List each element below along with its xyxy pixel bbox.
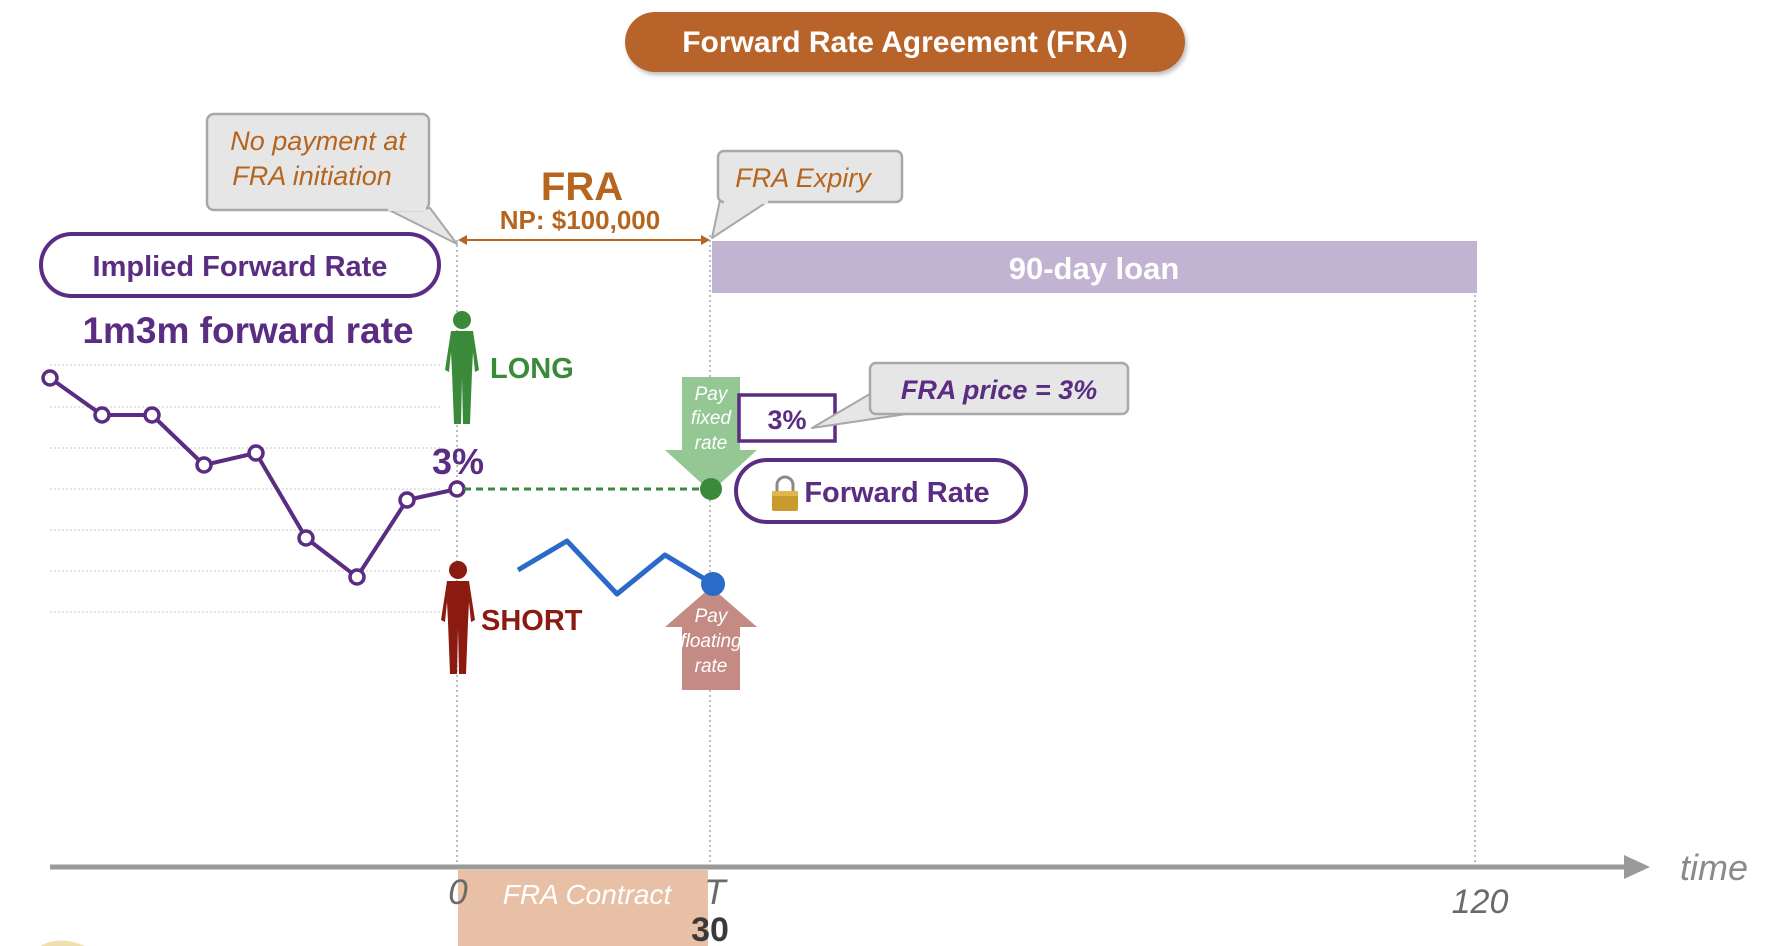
floating-rate-series bbox=[516, 538, 725, 597]
lock-icon bbox=[772, 475, 798, 511]
tick-120: 120 bbox=[1452, 883, 1509, 921]
fixed-rate-box-text: 3% bbox=[767, 405, 806, 435]
fra-price-text: FRA price = 3% bbox=[901, 375, 1097, 405]
tick-T: T bbox=[704, 873, 728, 912]
rate-point bbox=[297, 529, 315, 547]
fra-bracket-title: FRA bbox=[541, 165, 623, 209]
fra-contract-label: FRA Contract bbox=[503, 879, 673, 910]
loan-bar-label: 90-day loan bbox=[1009, 251, 1180, 286]
implied-forward-rate-pill: Implied Forward Rate bbox=[39, 232, 441, 298]
rate-grid bbox=[50, 364, 440, 613]
short-label: SHORT bbox=[481, 605, 583, 637]
axis-arrowhead bbox=[1624, 855, 1650, 879]
fra-expiry-text: FRA Expiry bbox=[735, 163, 872, 193]
pay-fixed-line3: rate bbox=[695, 433, 728, 454]
pay-fixed-line2: fixed bbox=[691, 408, 733, 429]
rate-at-zero: 3% bbox=[432, 441, 484, 482]
floating-rate-point bbox=[701, 572, 725, 596]
pay-floating-line3: rate bbox=[695, 656, 728, 677]
pay-fixed-arrow: Pay fixed rate bbox=[665, 377, 757, 492]
long-person-icon bbox=[445, 311, 479, 424]
fixed-rate-box: 3% bbox=[737, 393, 837, 443]
tick-30: 30 bbox=[691, 911, 729, 946]
pay-floating-arrow: Pay floating rate bbox=[665, 587, 757, 690]
fra-contract-band: FRA Contract bbox=[458, 870, 708, 946]
fra-notional: NP: $100,000 bbox=[500, 205, 660, 235]
fra-bracket: FRA NP: $100,000 bbox=[458, 165, 710, 245]
loan-bar: 90-day loan bbox=[712, 241, 1477, 293]
rate-point bbox=[41, 369, 59, 387]
callout-fra-price: FRA price = 3% bbox=[811, 361, 1130, 429]
axis-label-time: time bbox=[1680, 847, 1748, 888]
forward-rate-subtitle: 1m3m forward rate bbox=[82, 310, 413, 351]
fixed-rate-point bbox=[700, 478, 722, 500]
diagram-title: Forward Rate Agreement (FRA) bbox=[682, 26, 1128, 59]
pay-fixed-line1: Pay bbox=[695, 384, 729, 405]
no-payment-line2: FRA initiation bbox=[232, 161, 392, 191]
tick-0: 0 bbox=[448, 873, 468, 912]
callout-fra-expiry: FRA Expiry bbox=[711, 149, 904, 239]
forward-rate-pill: Forward Rate bbox=[734, 458, 1028, 524]
rate-point bbox=[93, 406, 111, 424]
rate-point bbox=[398, 491, 416, 509]
rate-point bbox=[348, 568, 366, 586]
no-payment-line1: No payment at bbox=[230, 126, 407, 156]
long-label: LONG bbox=[490, 353, 574, 385]
time-axis: time bbox=[50, 847, 1748, 888]
guide-lines bbox=[456, 235, 1476, 862]
corner-decoration bbox=[40, 940, 85, 946]
rate-point bbox=[143, 406, 161, 424]
forward-rate-locked-label: Forward Rate bbox=[804, 477, 989, 509]
title-banner: Forward Rate Agreement (FRA) bbox=[625, 12, 1185, 72]
pay-floating-line2: floating bbox=[680, 631, 742, 652]
pay-floating-line1: Pay bbox=[695, 606, 729, 627]
implied-rate-series bbox=[41, 369, 466, 586]
rate-point bbox=[247, 444, 265, 462]
implied-forward-rate-label: Implied Forward Rate bbox=[93, 251, 388, 283]
callout-no-payment: No payment at FRA initiation bbox=[205, 112, 458, 245]
rate-point bbox=[448, 480, 466, 498]
short-person-icon bbox=[441, 561, 475, 674]
rate-point bbox=[195, 456, 213, 474]
